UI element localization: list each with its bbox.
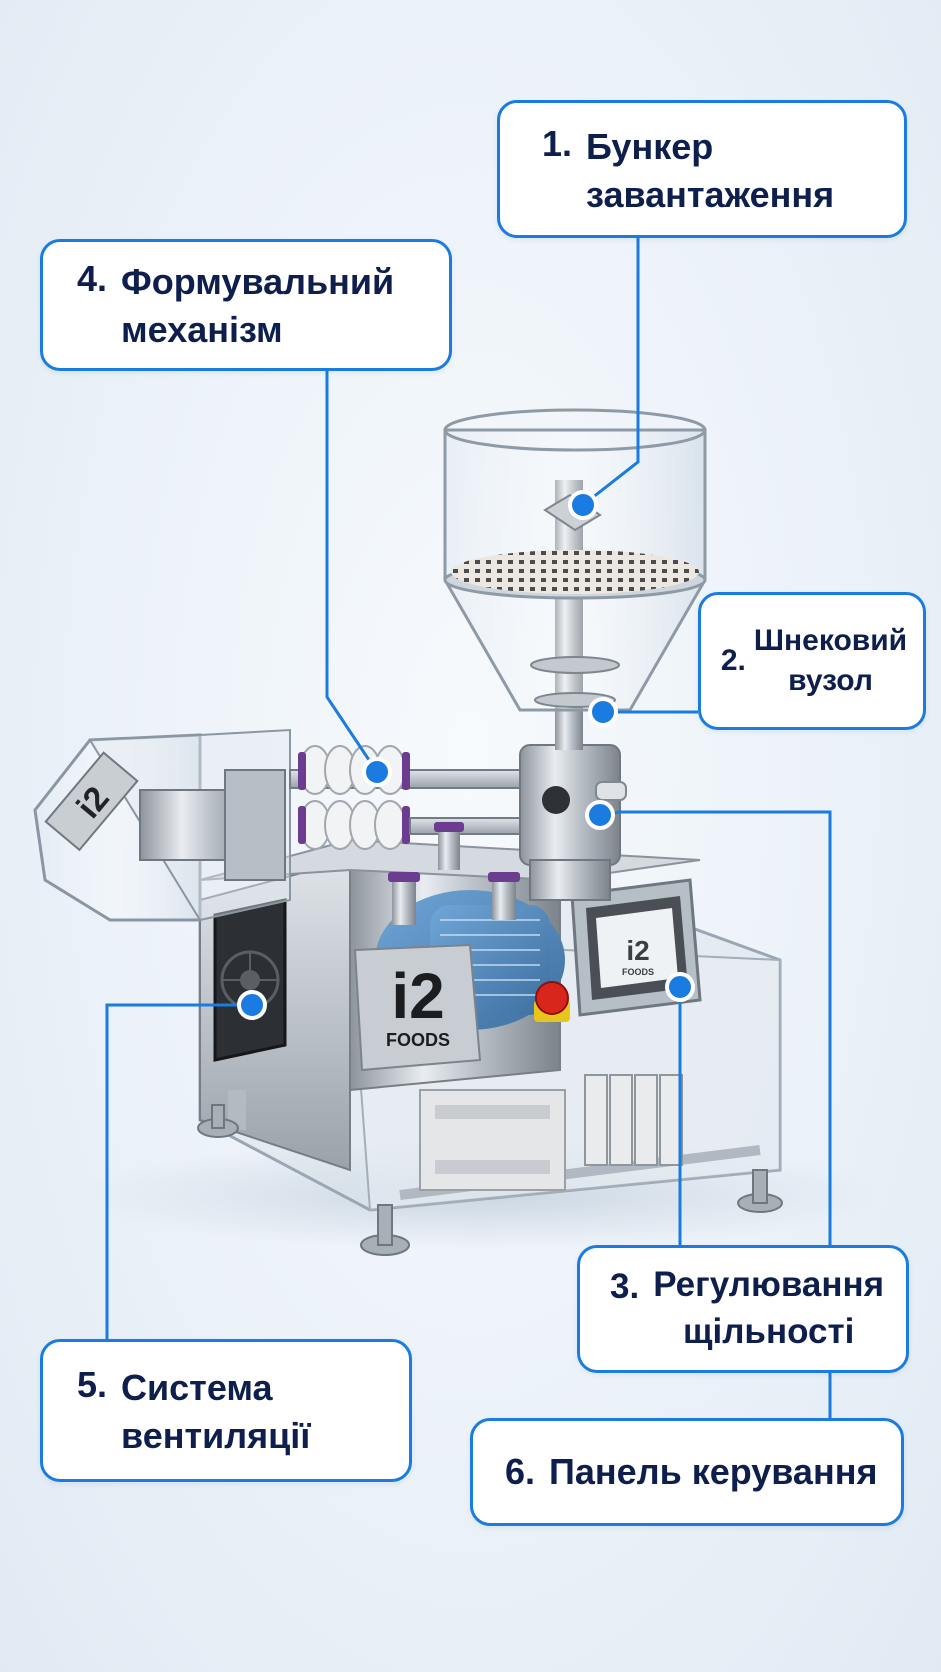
density-regulation-unit <box>519 744 627 901</box>
callout-number: 3. <box>610 1267 640 1306</box>
electrical-components <box>419 1074 683 1191</box>
logo-panel: i2 FOODS <box>353 943 482 1072</box>
callout-number: 5. <box>77 1364 108 1405</box>
callout-screw-unit: 2. Шнековий вузол <box>698 592 926 730</box>
callout-markers <box>237 490 695 1020</box>
callout-label: Бункер завантаження <box>586 126 835 215</box>
callout-label: Система вентиляції <box>121 1367 311 1456</box>
machine-feet <box>197 1104 783 1256</box>
ventilation-fan <box>213 898 287 1062</box>
screen-logo-sub: FOODS <box>622 967 654 977</box>
callout-density-regulation: 3. Регулювання щільності <box>577 1245 909 1373</box>
callout-label: Формувальний механізм <box>121 261 395 350</box>
connector-1 <box>582 238 640 507</box>
callout-number: 4. <box>77 258 108 299</box>
screen-logo-main: i2 <box>626 935 649 966</box>
marker-1 <box>568 490 598 520</box>
callout-ventilation-system: 5. Система вентиляції <box>40 1339 412 1482</box>
loading-hopper <box>443 408 707 750</box>
callout-label: Регулювання щільності <box>653 1265 885 1351</box>
callout-label: Панель керування <box>549 1451 878 1493</box>
forming-head-enclosure: i2 <box>33 728 291 922</box>
emergency-stop-icon <box>534 981 570 1022</box>
callout-forming-mechanism: 4. Формувальний механізм <box>40 239 452 371</box>
marker-4 <box>362 757 392 787</box>
callout-loading-hopper: 1. Бункер завантаження <box>497 100 907 238</box>
marker-6 <box>585 800 615 830</box>
twin-augers <box>289 745 541 850</box>
callout-number: 2. <box>720 644 746 677</box>
marker-5 <box>237 990 267 1020</box>
connector-4 <box>325 371 379 773</box>
callout-number: 1. <box>542 123 573 164</box>
callout-control-panel: 6. Панель керування <box>470 1418 904 1526</box>
marker-2 <box>588 697 618 727</box>
callout-number: 6. <box>505 1451 536 1492</box>
connector-5 <box>105 1003 252 1339</box>
mounting-studs <box>388 822 520 925</box>
callout-label: Шнековий вузол <box>753 624 908 697</box>
body-logo-main: i2 <box>391 960 444 1032</box>
body-logo-sub: FOODS <box>386 1030 450 1050</box>
marker-3 <box>665 972 695 1002</box>
